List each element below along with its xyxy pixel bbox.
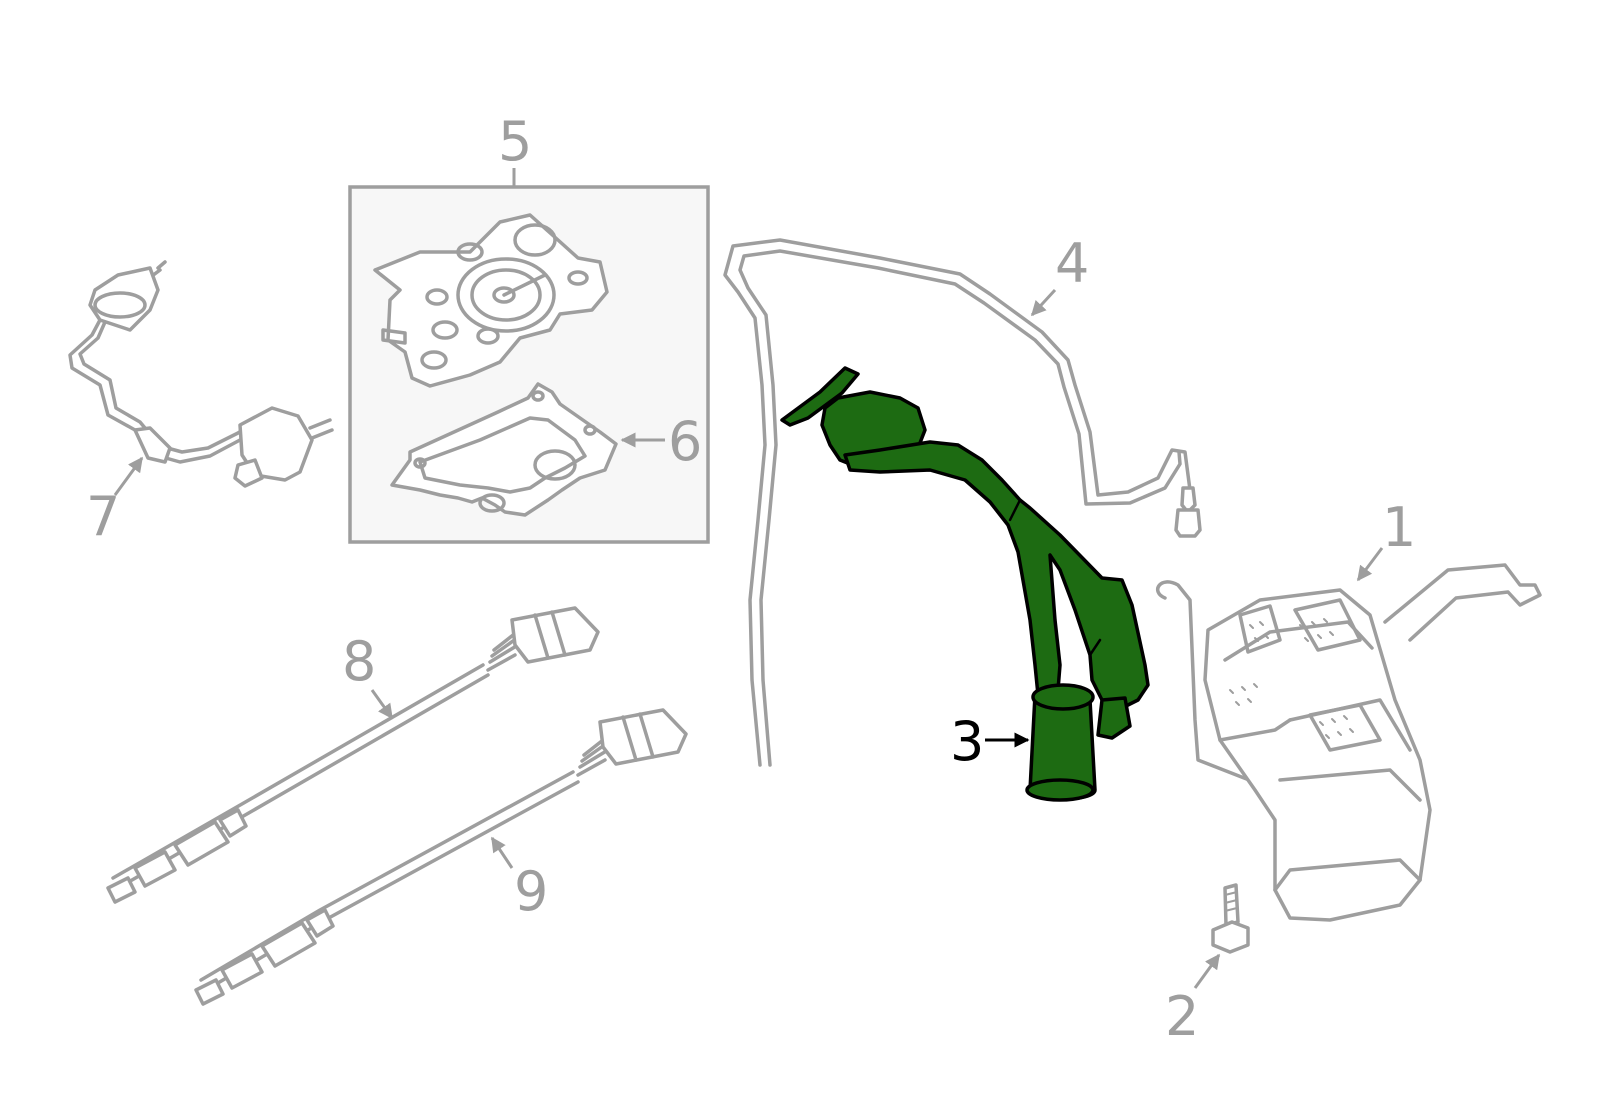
callout-5: 5 bbox=[498, 110, 532, 173]
part-3-hose-canister-assembly[interactable] bbox=[780, 366, 1150, 802]
callout-9: 9 bbox=[514, 860, 548, 923]
leader-9 bbox=[490, 836, 514, 869]
leader-7 bbox=[113, 456, 144, 496]
leader-2 bbox=[1193, 953, 1221, 989]
callout-7: 7 bbox=[86, 485, 120, 548]
part-9-oxygen-sensor[interactable] bbox=[194, 708, 688, 1006]
part-1-charcoal-canister[interactable] bbox=[1156, 563, 1542, 922]
part-6-gasket[interactable] bbox=[390, 382, 618, 517]
callout-3: 3 bbox=[950, 710, 984, 773]
part-7-purge-valve[interactable] bbox=[68, 260, 334, 488]
callout-1: 1 bbox=[1382, 496, 1416, 559]
callout-6: 6 bbox=[668, 410, 702, 473]
callout-4: 4 bbox=[1055, 232, 1089, 295]
leader-1 bbox=[1356, 547, 1384, 582]
callout-8: 8 bbox=[342, 630, 376, 693]
leader-8 bbox=[370, 689, 394, 720]
part-8-oxygen-sensor[interactable] bbox=[106, 606, 600, 904]
part-5-valve-body[interactable] bbox=[373, 213, 609, 388]
part-4-vent-hose[interactable] bbox=[723, 238, 1202, 767]
leader-4 bbox=[1030, 288, 1057, 317]
callout-2: 2 bbox=[1165, 985, 1199, 1048]
part-2-bolt[interactable] bbox=[1211, 883, 1250, 954]
